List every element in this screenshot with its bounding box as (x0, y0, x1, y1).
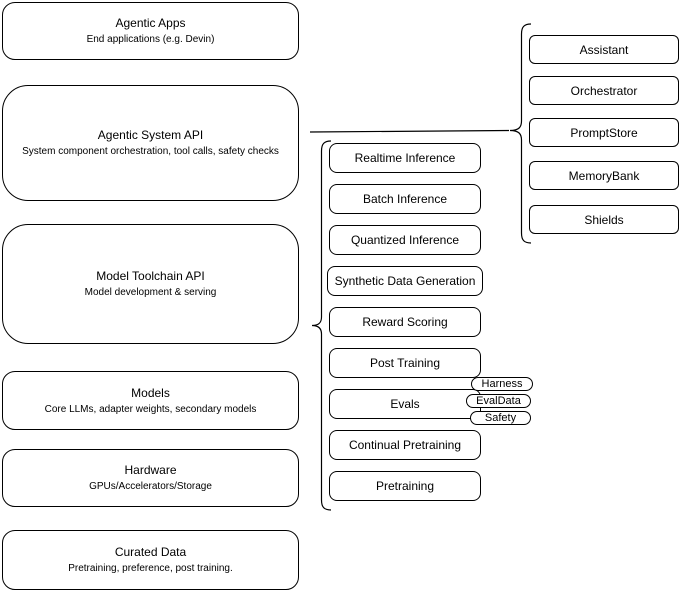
component-synthetic-data-generation: Synthetic Data Generation (327, 266, 483, 296)
layer-agentic-apps: Agentic Apps End applications (e.g. Devi… (2, 2, 299, 60)
layer-title: Agentic System API (97, 128, 204, 142)
layer-subtitle: Pretraining, preference, post training. (68, 563, 233, 574)
service-assistant: Assistant (529, 35, 679, 64)
component-batch-inference: Batch Inference (329, 184, 481, 214)
tag-safety: Safety (470, 411, 531, 425)
component-pretraining: Pretraining (329, 471, 481, 501)
component-post-training: Post Training (329, 348, 481, 378)
tag-evaldata: EvalData (466, 394, 531, 408)
layer-subtitle: End applications (e.g. Devin) (86, 34, 215, 45)
layer-subtitle: GPUs/Accelerators/Storage (89, 481, 212, 492)
layer-hardware: Hardware GPUs/Accelerators/Storage (2, 449, 299, 507)
layer-subtitle: System component orchestration, tool cal… (22, 146, 279, 157)
component-realtime-inference: Realtime Inference (329, 143, 481, 173)
service-promptstore: PromptStore (529, 118, 679, 147)
tag-harness: Harness (471, 377, 533, 391)
layer-agentic-system-api: Agentic System API System component orch… (2, 85, 299, 201)
layer-title: Curated Data (114, 545, 187, 559)
system-group-brace (509, 23, 532, 244)
component-quantized-inference: Quantized Inference (329, 225, 481, 255)
component-continual-pretraining: Continual Pretraining (329, 430, 481, 460)
layer-title: Hardware (124, 463, 177, 477)
layer-title: Agentic Apps (115, 16, 186, 30)
layer-title: Model Toolchain API (96, 269, 205, 283)
toolchain-group-brace (311, 140, 332, 511)
layer-title: Models (131, 385, 170, 400)
system-api-connector-line (309, 129, 510, 133)
layer-models: Models Core LLMs, adapter weights, secon… (2, 371, 299, 430)
service-orchestrator: Orchestrator (529, 76, 679, 105)
service-memorybank: MemoryBank (529, 161, 679, 190)
layer-model-toolchain-api: Model Toolchain API Model development & … (2, 224, 299, 344)
component-evals: Evals (329, 389, 481, 419)
service-shields: Shields (529, 205, 679, 234)
component-reward-scoring: Reward Scoring (329, 307, 481, 337)
layer-curated-data: Curated Data Pretraining, preference, po… (2, 530, 299, 590)
layer-subtitle: Core LLMs, adapter weights, secondary mo… (44, 403, 257, 415)
layer-subtitle: Model development & serving (84, 287, 217, 298)
